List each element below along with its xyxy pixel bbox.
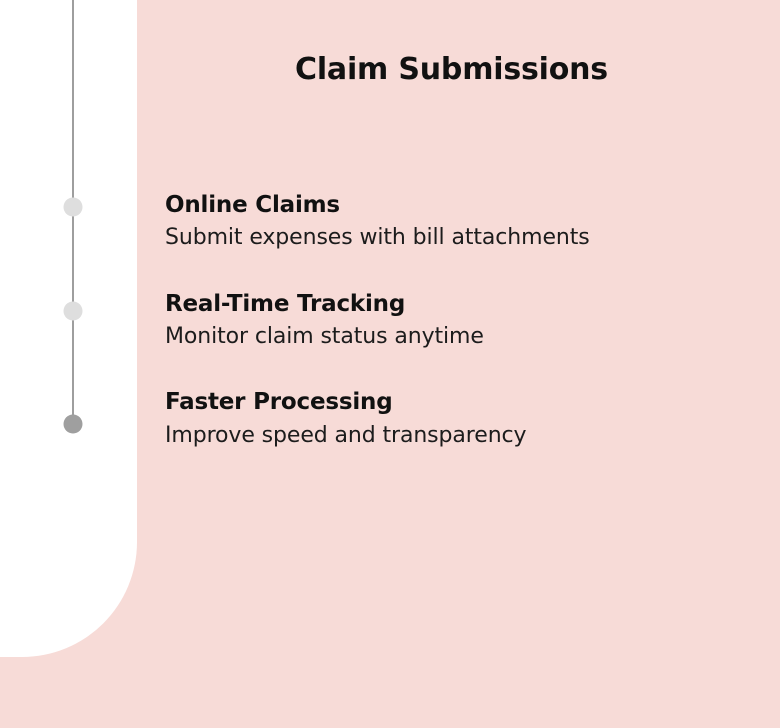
feature-item-online-claims: Online Claims Submit expenses with bill …: [165, 191, 765, 254]
timeline-dot-2[interactable]: [63, 301, 83, 321]
feature-heading: Faster Processing: [165, 389, 393, 416]
timeline-dot-3[interactable]: [63, 414, 83, 434]
timeline-dot-1[interactable]: [63, 197, 83, 217]
feature-heading: Real-Time Tracking: [165, 290, 406, 317]
feature-item-faster-processing: Faster Processing Improve speed and tran…: [165, 388, 765, 451]
feature-description: Improve speed and transparency: [165, 422, 527, 448]
feature-heading: Online Claims: [165, 192, 340, 218]
feature-list: Online Claims Submit expenses with bill …: [165, 191, 765, 451]
content-column: Claim Submissions Online Claims Submit e…: [137, 0, 780, 728]
white-side-panel: [0, 0, 137, 657]
timeline: [0, 0, 137, 728]
page-title: Claim Submissions: [295, 52, 608, 87]
feature-item-real-time-tracking: Real-Time Tracking Monitor claim status …: [165, 290, 765, 353]
feature-description: Submit expenses with bill attachments: [165, 225, 590, 251]
feature-description: Monitor claim status anytime: [165, 324, 484, 350]
